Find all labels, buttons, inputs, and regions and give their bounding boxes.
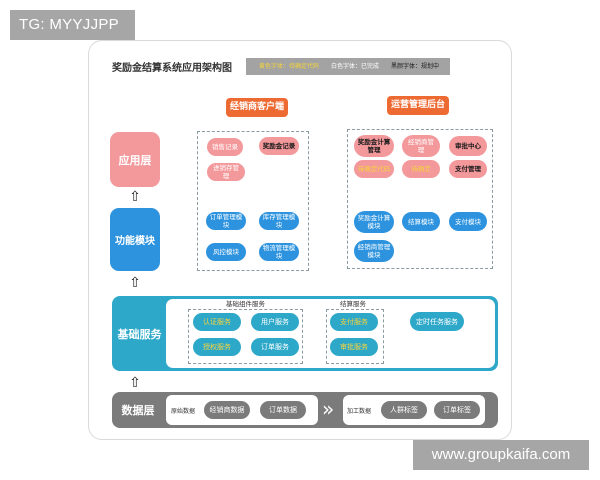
ops-backend-header: 运营管理后台 — [387, 96, 449, 115]
func-item-stock-mgmt[interactable]: 库存管理模块 — [259, 212, 299, 230]
func-item-settlement[interactable]: 结算模块 — [402, 212, 440, 231]
app-item-payment-mgmt[interactable]: 支付管理 — [449, 160, 487, 178]
func-item-risk-control[interactable]: 风控模块 — [206, 243, 246, 261]
diagram-title: 奖励金结算系统应用架构图 — [112, 63, 232, 74]
app-item-approval-center[interactable]: 审批中心 — [449, 136, 487, 156]
app-item-bonus-calc-mgmt[interactable]: 奖励金计算管理 — [354, 135, 394, 157]
watermark-bottom: www.groupkaifa.com — [413, 440, 589, 470]
function-layer-block: 功能模块 — [110, 208, 160, 271]
app-item-inventory-mgmt[interactable]: 进销存管理 — [207, 163, 245, 181]
component-group-area — [188, 309, 303, 364]
data-item-dealer-data[interactable]: 经销商数据 — [204, 401, 250, 419]
func-item-dealer-mgmt[interactable]: 经销商管理模块 — [354, 240, 394, 262]
component-group-label: 基础组件服务 — [226, 300, 265, 308]
legend-white: 白色字体：已完成 — [331, 63, 380, 70]
svc-auth[interactable]: 认证服务 — [193, 313, 241, 331]
svc-scheduled-task[interactable]: 定时任务服务 — [410, 312, 464, 331]
up-arrow-icon: ⇧ — [129, 275, 141, 291]
watermark-top: TG: MYYJJPP — [10, 10, 135, 40]
data-layer-label: 数据层 — [121, 404, 155, 417]
base-services-panel — [166, 299, 495, 368]
data-item-crowd-tags[interactable]: 人群标签 — [381, 401, 427, 419]
app-item-dealer-mgmt[interactable]: 经销商管理 — [402, 135, 440, 157]
flow-arrow-icon: » — [322, 397, 335, 421]
app-item-pending-2[interactable]: 待确定 — [402, 160, 440, 178]
base-layer-label: 基础服务 — [117, 327, 162, 341]
up-arrow-icon: ⇧ — [129, 375, 141, 391]
processed-data-label: 加工数据 — [347, 408, 372, 415]
data-item-order-data[interactable]: 订单数据 — [260, 401, 306, 419]
svc-payment[interactable]: 支付服务 — [330, 313, 378, 331]
raw-data-label: 原始数据 — [171, 408, 196, 415]
app-item-bonus-record[interactable]: 奖励金记录 — [259, 137, 299, 155]
func-item-bonus-calc[interactable]: 奖励金计算模块 — [354, 211, 394, 233]
settlement-group-area — [326, 309, 384, 364]
svc-user[interactable]: 用户服务 — [251, 313, 299, 331]
settlement-group-label: 结算服务 — [340, 300, 366, 308]
func-item-payment[interactable]: 支付模块 — [449, 212, 487, 231]
up-arrow-icon: ⇧ — [129, 189, 141, 205]
app-item-pending-1[interactable]: 待确定代码 — [354, 160, 394, 178]
legend-bar: 黄色字体：待确定代码 白色字体：已完成 黑颜字体：规划中 — [246, 58, 450, 75]
app-layer-block: 应用层 — [110, 132, 160, 187]
app-item-sales-record[interactable]: 销售记录 — [207, 138, 243, 156]
dealer-client-area — [197, 131, 309, 271]
svc-order[interactable]: 订单服务 — [251, 338, 299, 356]
data-item-order-tags[interactable]: 订单标签 — [434, 401, 480, 419]
legend-black: 黑颜字体：规划中 — [391, 63, 440, 70]
legend-yellow: 黄色字体：待确定代码 — [259, 63, 320, 70]
ops-backend-area — [347, 129, 493, 269]
dealer-client-header: 经销商客户端 — [226, 98, 288, 117]
func-item-logistics-mgmt[interactable]: 物流管理模块 — [259, 243, 299, 261]
func-item-order-mgmt[interactable]: 订单管理模块 — [206, 212, 246, 230]
svc-approval[interactable]: 审批服务 — [330, 338, 378, 356]
svc-authorization[interactable]: 授权服务 — [193, 338, 241, 356]
